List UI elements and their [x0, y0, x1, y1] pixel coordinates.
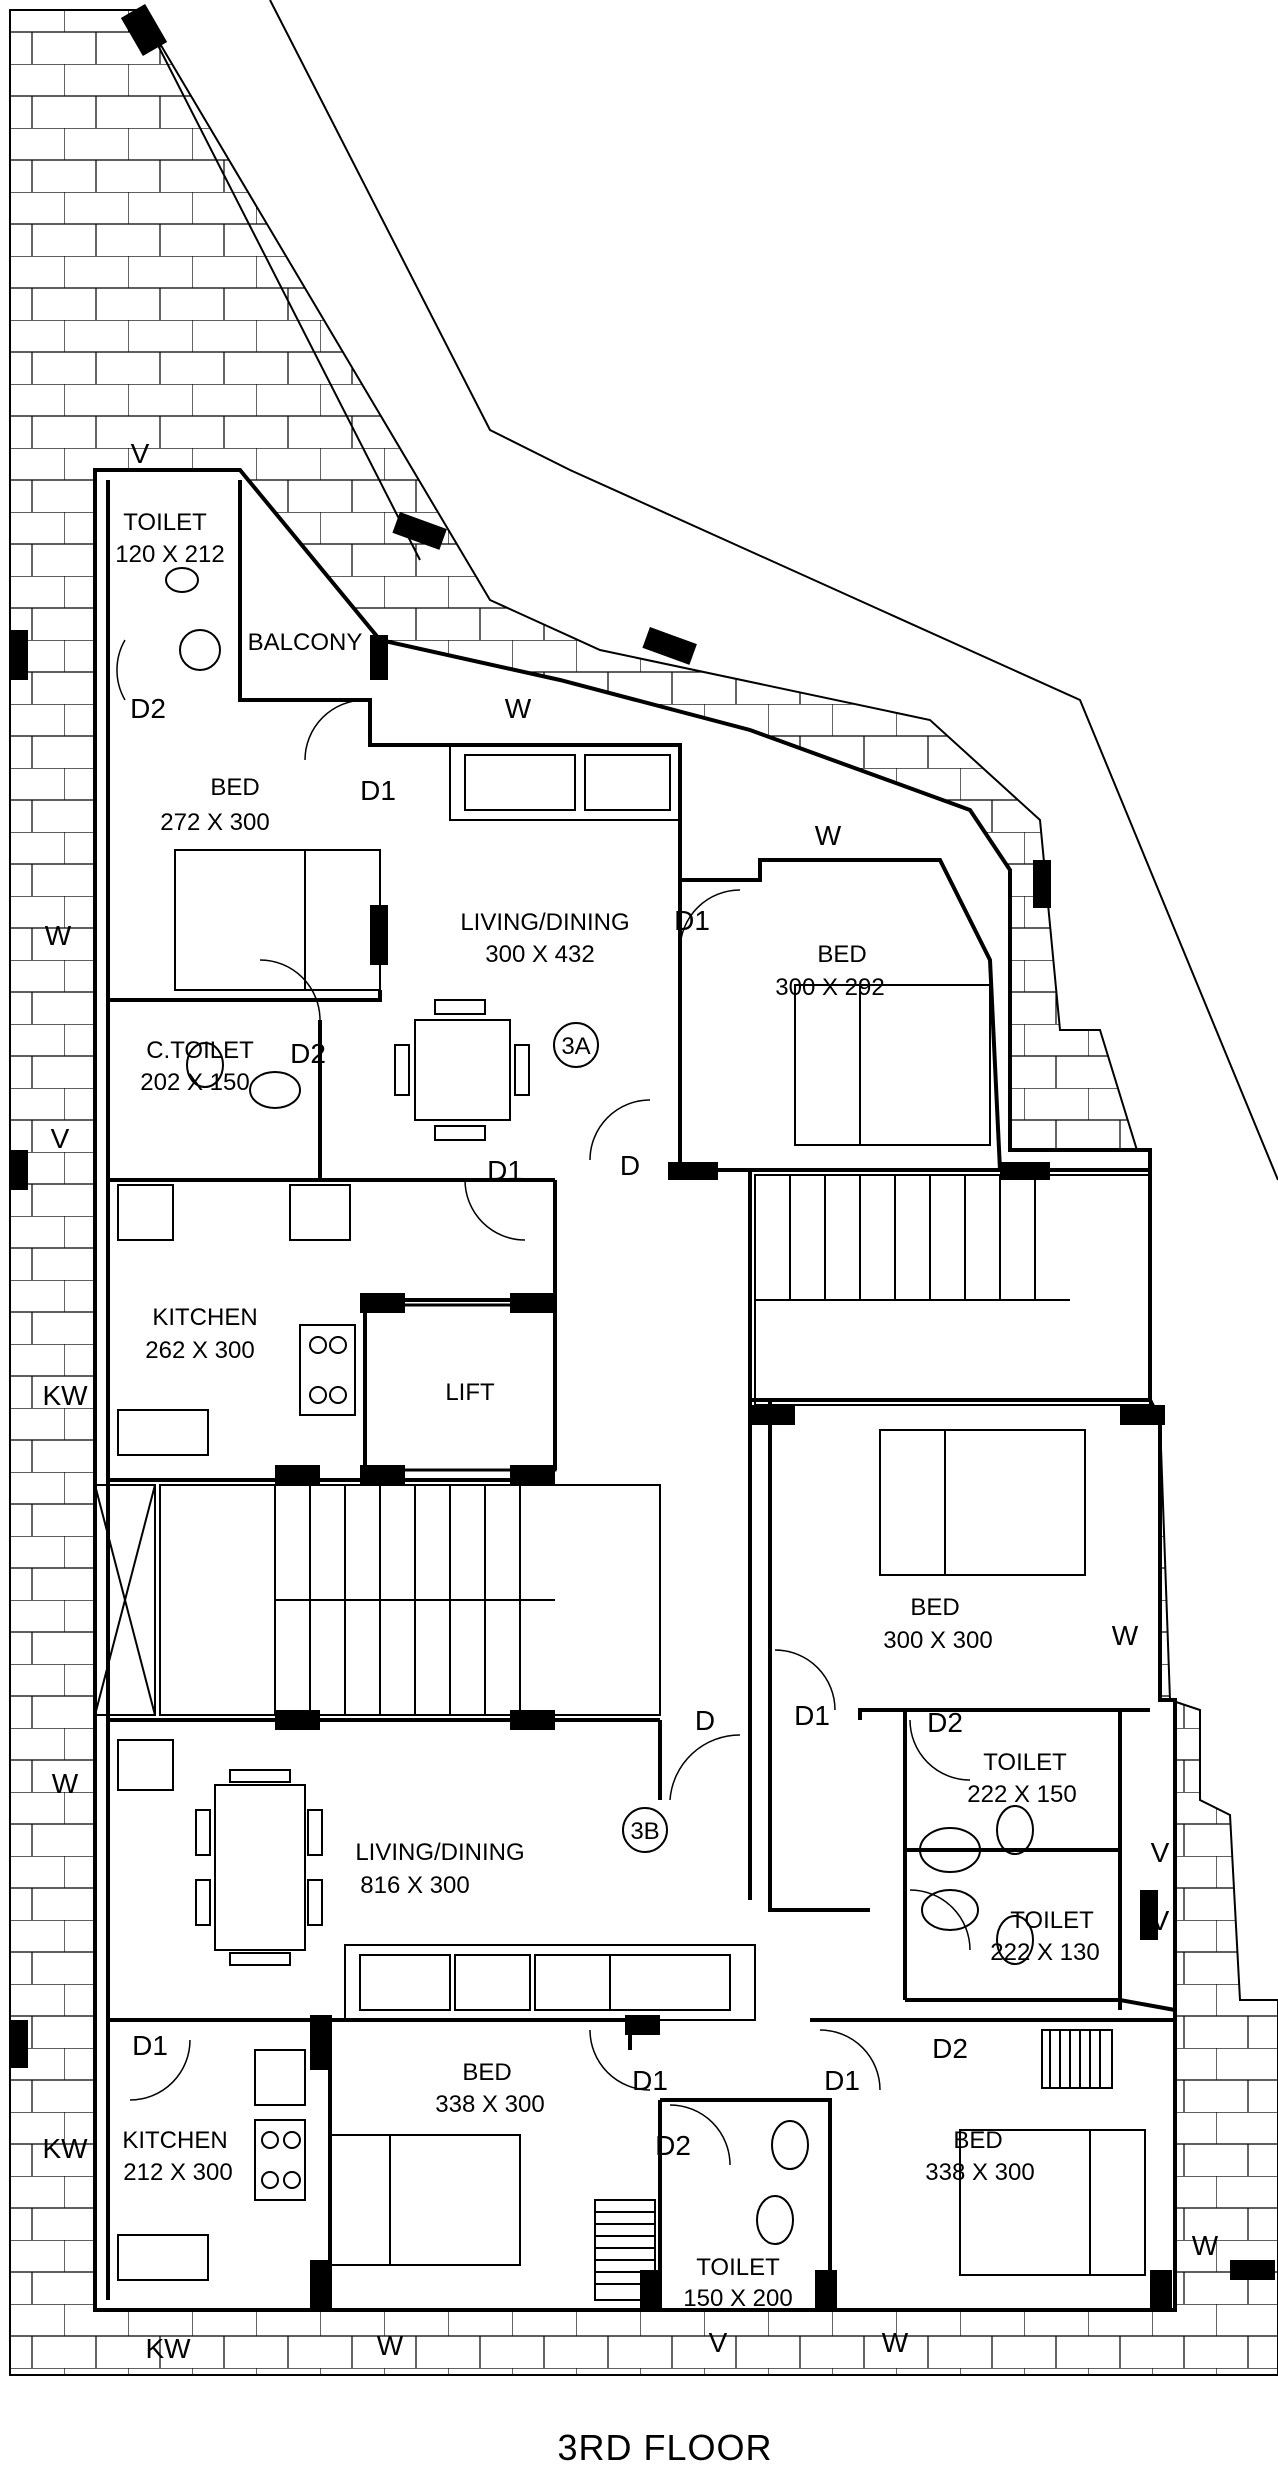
room-bed-3b-1-size: 300 X 300 [883, 1627, 992, 1654]
room-bed-3a-1-name: BED [210, 774, 259, 801]
opening-w-8: W [882, 2327, 909, 2358]
opening-v-3: V [1151, 1837, 1170, 1868]
staircase-lower [159, 1484, 661, 1716]
opening-d1-7: D1 [824, 2065, 860, 2096]
room-toilet-3a-name: TOILET [123, 509, 207, 536]
room-living-3a-name: LIVING/DINING [460, 909, 629, 936]
door-swings [116, 639, 971, 2166]
room-kitchen-3a-name: KITCHEN [152, 1304, 257, 1331]
opening-d1-3: D1 [487, 1155, 523, 1186]
room-ctoilet-3a-name: C.TOILET [146, 1037, 254, 1064]
room-kitchen-3a-size: 262 X 300 [145, 1337, 254, 1364]
room-toilet-3a-size: 120 X 212 [115, 541, 224, 568]
opening-d-2: D [695, 1705, 715, 1736]
room-bed-3a-1-size: 272 X 300 [160, 809, 269, 836]
room-toilet-3b-3-name: TOILET [696, 2254, 780, 2281]
unit-tags: 3A 3B [553, 1022, 668, 1853]
room-bed-3b-1-name: BED [910, 1594, 959, 1621]
site-boundary-lines [139, 0, 1278, 1181]
room-lift-name: LIFT [445, 1379, 495, 1406]
room-toilet-3b-1-name: TOILET [983, 1749, 1067, 1776]
opening-kw-2: KW [42, 2133, 88, 2164]
lift-shaft [363, 1303, 557, 1472]
opening-d2-2: D2 [290, 1038, 326, 1069]
opening-w-6: W [1192, 2230, 1219, 2261]
opening-d2-5: D2 [655, 2130, 691, 2161]
columns [10, 3, 1275, 2310]
room-toilet-3b-3-size: 150 X 200 [683, 2285, 792, 2312]
unit-tag-3b: 3B [630, 1818, 659, 1845]
opening-kw-3: KW [145, 2333, 191, 2364]
room-bed-3b-3-size: 338 X 300 [925, 2159, 1034, 2186]
opening-d1-5: D1 [132, 2030, 168, 2061]
room-bed-3a-2-size: 300 X 292 [775, 974, 884, 1001]
room-kitchen-3b-name: KITCHEN [122, 2127, 227, 2154]
opening-v-2: V [51, 1123, 70, 1154]
opening-w-7: W [377, 2330, 404, 2361]
opening-d1-2: D1 [674, 905, 710, 936]
opening-d2-4: D2 [932, 2033, 968, 2064]
unit-tag-3b-circle [622, 1807, 668, 1853]
opening-d2-1: D2 [130, 693, 166, 724]
opening-w-3: W [45, 920, 72, 951]
room-toilet-3b-2-name: TOILET [1010, 1907, 1094, 1934]
room-bed-3b-3-name: BED [953, 2127, 1002, 2154]
opening-d-1: D [620, 1150, 640, 1181]
room-living-3b-size: 816 X 300 [360, 1872, 469, 1899]
opening-d1-4: D1 [794, 1700, 830, 1731]
drawing-title: 3RD FLOOR [557, 2427, 772, 2468]
small-steps [594, 2029, 1113, 2301]
room-bed-3b-2-size: 338 X 300 [435, 2091, 544, 2118]
opening-d2-3: D2 [927, 1707, 963, 1738]
duct-shaft [94, 1484, 156, 1716]
room-labels: TOILET 120 X 212 BALCONY BED 272 X 300 L… [115, 509, 1099, 2312]
staircase-upper [754, 1174, 1151, 1406]
room-ctoilet-3a-size: 202 X 150 [140, 1069, 249, 1096]
fixtures [117, 567, 1034, 2281]
unit-tag-3a-circle [553, 1022, 599, 1068]
opening-d1-6: D1 [632, 2065, 668, 2096]
opening-d1-1: D1 [360, 775, 396, 806]
unit-tag-3a: 3A [561, 1033, 590, 1060]
opening-v-5: V [709, 2327, 728, 2358]
room-bed-3b-2-name: BED [462, 2059, 511, 2086]
dining-furniture [195, 999, 530, 1966]
opening-v-4: V [1151, 1905, 1170, 1936]
sofa-furniture [344, 744, 756, 2021]
room-bed-3a-2-name: BED [817, 941, 866, 968]
opening-kw-1: KW [42, 1380, 88, 1411]
opening-w-1: W [505, 693, 532, 724]
opening-w-4: W [1112, 1620, 1139, 1651]
opening-w-5: W [52, 1768, 79, 1799]
room-toilet-3b-2-size: 222 X 130 [990, 1939, 1099, 1966]
room-living-3a-size: 300 X 432 [485, 941, 594, 968]
room-kitchen-3b-size: 212 X 300 [123, 2159, 232, 2186]
bed-furniture [174, 849, 1146, 2276]
opening-v-1: V [131, 438, 150, 469]
opening-w-2: W [815, 820, 842, 851]
opening-labels: V D2 W D1 W W D1 D2 V D1 D KW W D D1 D2 … [42, 438, 1218, 2364]
room-balcony-name: BALCONY [248, 629, 363, 656]
room-living-3b-name: LIVING/DINING [355, 1839, 524, 1866]
room-toilet-3b-1-size: 222 X 150 [967, 1781, 1076, 1808]
